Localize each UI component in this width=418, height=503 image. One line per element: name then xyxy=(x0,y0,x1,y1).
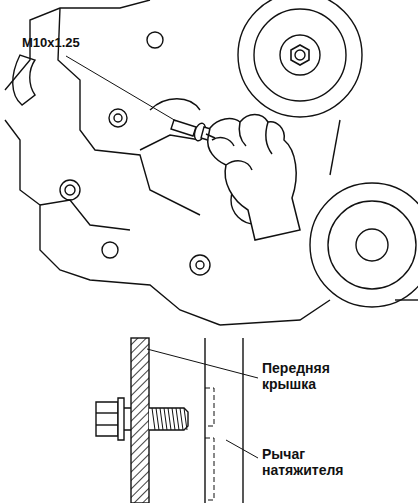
screw-thread xyxy=(164,408,167,430)
leader-line xyxy=(226,440,258,458)
hand xyxy=(206,115,300,241)
screw-thread xyxy=(184,408,187,430)
part-label: Рычаг натяжителя xyxy=(262,446,372,478)
screw-thread xyxy=(176,408,179,430)
part-label: Передняя крышка xyxy=(262,360,372,392)
bolt-section xyxy=(96,398,188,440)
screw-thread xyxy=(156,408,159,430)
screw-thread xyxy=(152,408,155,430)
screw-thread xyxy=(168,408,171,430)
screw-thread xyxy=(180,408,183,430)
screw-thread xyxy=(160,408,163,430)
screw-thread xyxy=(172,408,175,430)
tensioner-lever xyxy=(205,338,243,503)
thread-size-label: M10x1.25 xyxy=(22,36,142,51)
front-cover-section xyxy=(131,338,149,503)
leader-line xyxy=(147,349,258,378)
engine-front xyxy=(5,0,418,325)
leader-line xyxy=(66,56,176,121)
